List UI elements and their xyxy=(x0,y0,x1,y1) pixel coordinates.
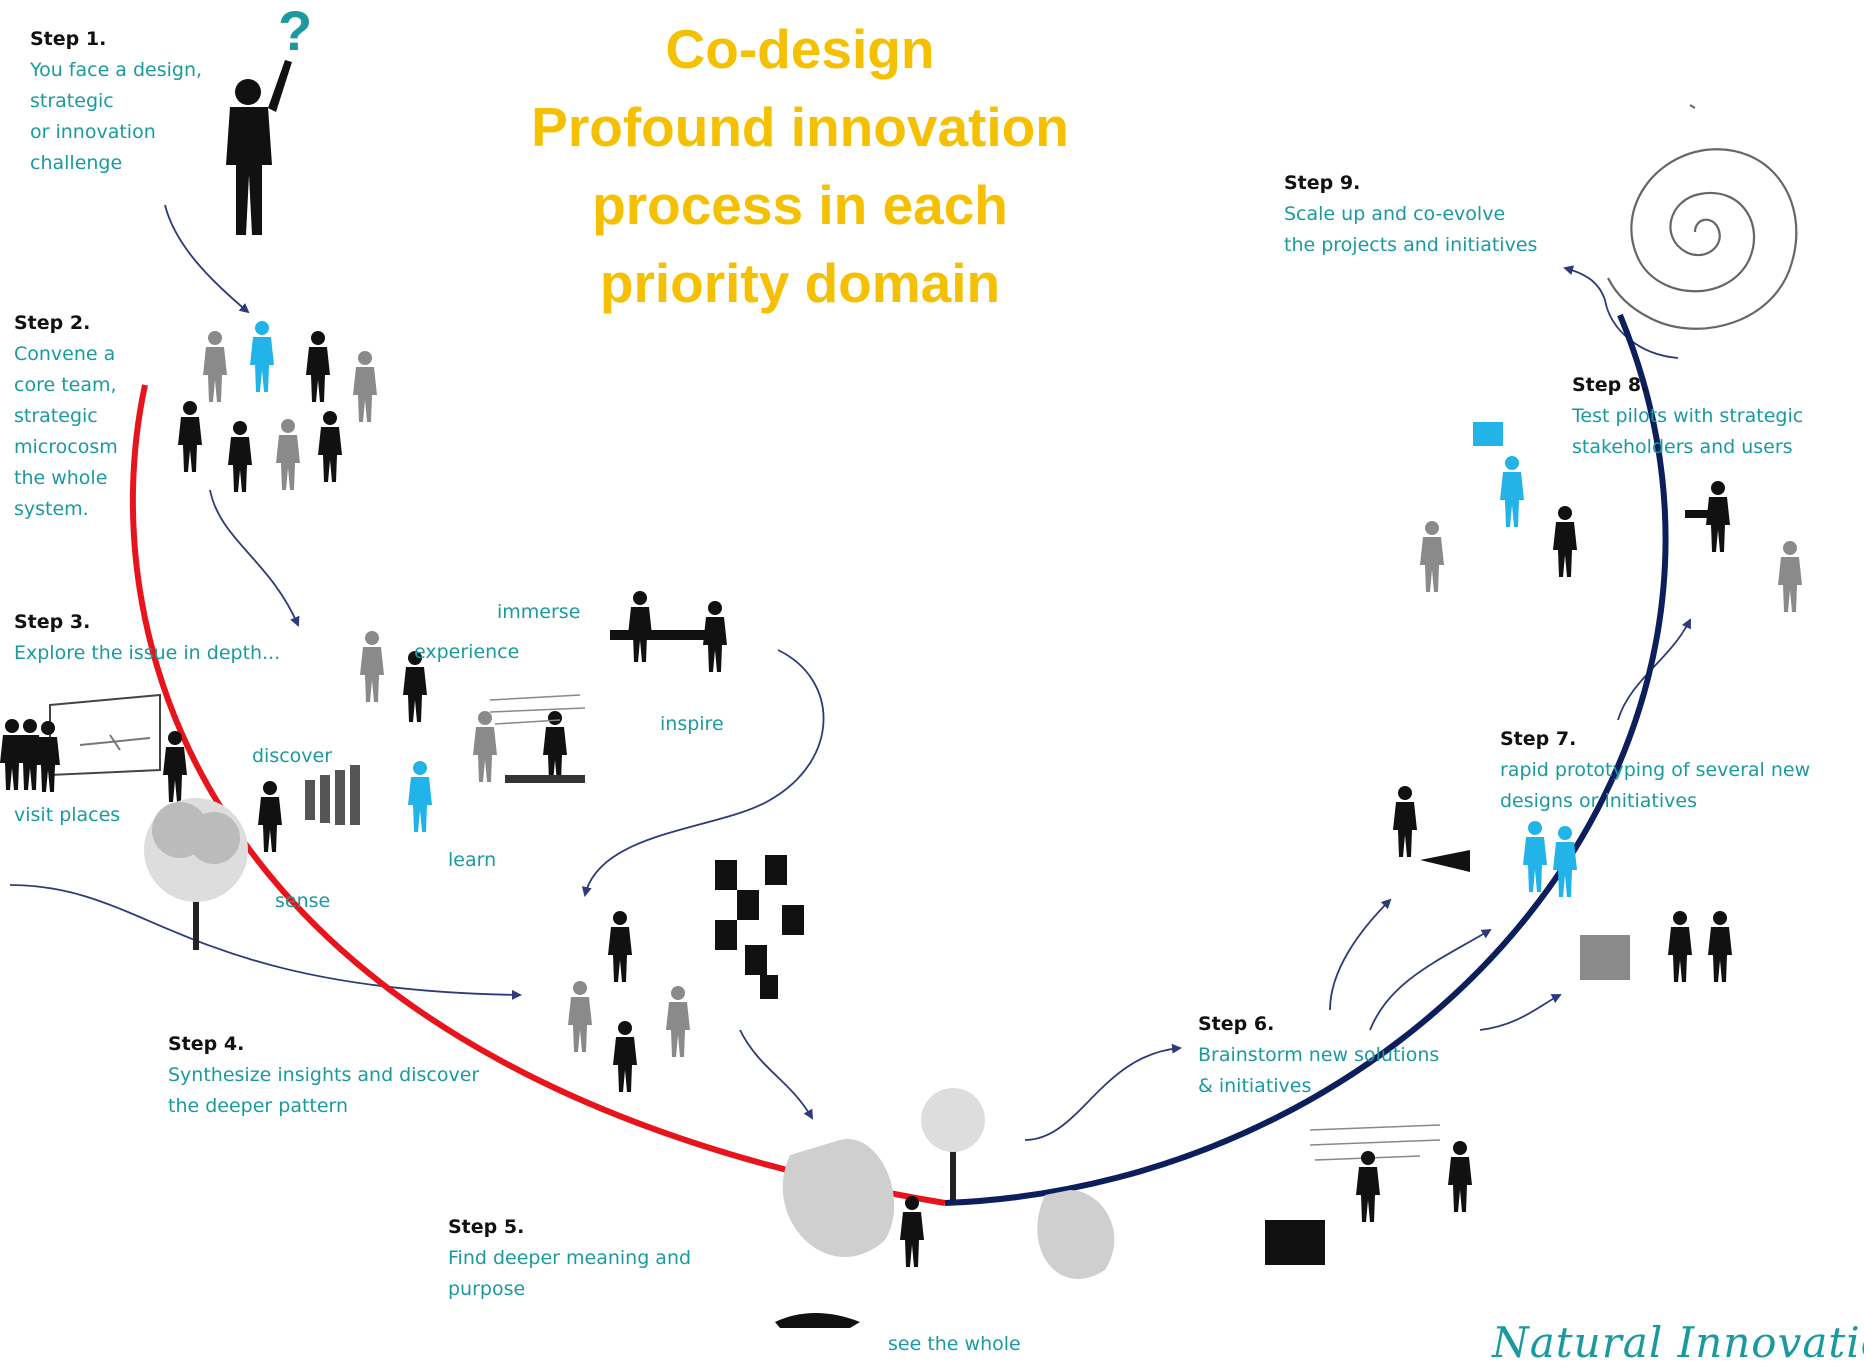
step-8-label: Step 8. Test pilots with strategic stake… xyxy=(1572,370,1803,463)
step-3-label: Step 3. Explore the issue in depth... xyxy=(14,607,280,669)
explore-figures xyxy=(258,631,585,852)
step-2-label: Step 2. Convene a core team, strategic m… xyxy=(14,308,118,525)
activity-sense: sense xyxy=(275,890,331,912)
step-7-text: rapid prototyping of several new designs… xyxy=(1500,759,1811,812)
step-8-text: Test pilots with strategic stakeholders … xyxy=(1572,405,1804,458)
step-7-heading: Step 7. xyxy=(1500,728,1577,750)
spiral-icon xyxy=(1607,148,1798,330)
title-line-4: priority domain xyxy=(599,252,1001,314)
title-line-2: Profound innovation xyxy=(531,96,1069,158)
checker-pattern xyxy=(715,855,804,999)
step-5-heading: Step 5. xyxy=(448,1216,525,1238)
navy-arc xyxy=(944,313,1669,1206)
gallery-panels xyxy=(305,765,360,825)
cafe-figures xyxy=(610,591,727,672)
thinker-figure xyxy=(226,60,292,235)
question-mark-icon: ? xyxy=(278,0,312,62)
step-9-label: Step 9. Scale up and co-evolve the proje… xyxy=(1284,168,1537,261)
step-1-text: You face a design, strategic or innovati… xyxy=(30,59,203,174)
step-6-label: Step 6. Brainstorm new solutions & initi… xyxy=(1198,1009,1439,1102)
step-4-label: Step 4. Synthesize insights and discover… xyxy=(168,1029,479,1122)
spiral-tail xyxy=(1689,104,1696,109)
synthesize-figures xyxy=(568,911,690,1092)
step-5-label: Step 5. Find deeper meaning and purpose xyxy=(448,1212,691,1305)
flow-arrows xyxy=(9,204,1691,1141)
brainstorm-imagery xyxy=(1265,1124,1472,1265)
diagram-title: Co-design Profound innovation process in… xyxy=(440,10,1160,322)
step-6-text: Brainstorm new solutions & initiatives xyxy=(1198,1044,1440,1097)
step-3-text: Explore the issue in depth... xyxy=(14,642,281,664)
activity-visit-places: visit places xyxy=(14,804,121,826)
core-team-figures xyxy=(178,321,377,492)
natural-innovation-logo: Natural Innovation xyxy=(1492,1318,1864,1367)
step-4-text: Synthesize insights and discover the dee… xyxy=(168,1064,480,1117)
title-line-3: process in each xyxy=(592,174,1008,236)
step-8-heading: Step 8. xyxy=(1572,374,1649,396)
step-2-text: Convene a core team, strategic microcosm… xyxy=(14,343,118,520)
tree-image xyxy=(144,798,248,950)
activity-see-the-whole: see the whole xyxy=(888,1333,1021,1355)
step-1-label: Step 1. You face a design, strategic or … xyxy=(30,24,202,179)
step-3-heading: Step 3. xyxy=(14,611,91,633)
step-2-heading: Step 2. xyxy=(14,312,91,334)
activity-inspire: inspire xyxy=(660,713,724,735)
title-line-1: Co-design xyxy=(665,18,935,80)
whiteboard-sketch xyxy=(489,694,586,725)
pilot-test-imagery xyxy=(1420,422,1802,612)
step-1-heading: Step 1. xyxy=(30,28,107,50)
activity-learn: learn xyxy=(448,849,497,871)
step-6-heading: Step 6. xyxy=(1198,1013,1275,1035)
prototyping-imagery xyxy=(1393,786,1732,982)
activity-experience: experience xyxy=(414,641,520,663)
step-9-heading: Step 9. xyxy=(1284,172,1361,194)
see-whole-imagery xyxy=(775,1088,1115,1328)
activity-discover: discover xyxy=(252,745,333,767)
visit-places-image xyxy=(0,693,187,802)
step-7-label: Step 7. rapid prototyping of several new… xyxy=(1500,724,1810,817)
step-5-text: Find deeper meaning and purpose xyxy=(448,1247,692,1300)
step-9-text: Scale up and co-evolve the projects and … xyxy=(1284,203,1538,256)
step-4-heading: Step 4. xyxy=(168,1033,245,1055)
activity-immerse: immerse xyxy=(497,601,581,623)
